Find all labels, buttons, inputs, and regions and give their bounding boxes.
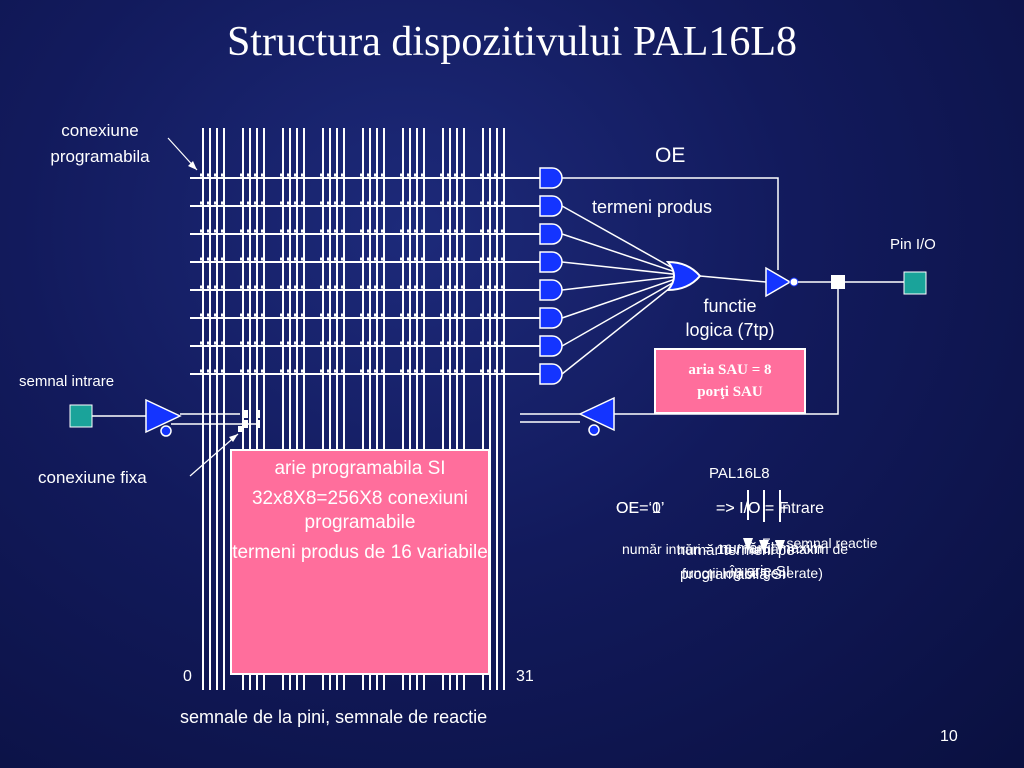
fixed-connection-dot: [256, 420, 260, 428]
io-input-note: => I/O = intrare: [716, 500, 825, 517]
overlap-note-e: programabilă SI: [680, 566, 786, 583]
output-inversion-bubble: [789, 277, 799, 287]
fixed-connection-dot: [244, 410, 248, 418]
fixed-connection-label: conexiune fixa: [38, 468, 147, 487]
overlap-note-b: funcţii logice generate): [682, 565, 823, 581]
page-title: Structura dispozitivului PAL16L8: [226, 19, 798, 65]
and-gate: [539, 363, 563, 385]
logic-function-label: functie logica (7tp): [685, 296, 775, 340]
overlap-note-d: număr termeni pe: [677, 542, 795, 559]
or-gate: [665, 260, 702, 292]
and-array-box: arie programabila SI 32x8X8=256X8 conexi…: [230, 449, 490, 675]
pin-io-square: [903, 271, 927, 295]
pointer-fixed: [189, 433, 239, 477]
input-buffer: [145, 398, 182, 434]
programmable-links: [200, 173, 504, 373]
oe-wire: [562, 177, 779, 270]
or-input-wire: [561, 261, 677, 276]
pointer-fixed-head: [229, 434, 238, 442]
oe-label: OE: [655, 144, 686, 167]
and-gate: [539, 251, 563, 273]
or-input-wire: [561, 233, 677, 273]
pin-io-label: Pin I/O: [890, 236, 936, 253]
fixed-connection-dot: [256, 410, 260, 418]
fixed-connection-dot: [238, 426, 242, 432]
product-term-rows: [190, 177, 540, 375]
overlap-note-g: în arie SI: [730, 563, 791, 580]
or-array-box: aria SAU = 8 porţi SAU: [654, 348, 806, 414]
programmable-connection-label: conexiune programabila: [50, 121, 150, 166]
column-index-start: 0: [183, 668, 192, 685]
output-buffer: [765, 266, 792, 298]
or-input-wire: [561, 278, 677, 319]
product-terms-label: termeni produs: [592, 197, 713, 217]
input-signal-label: semnal intrare: [19, 373, 115, 390]
or-input-wire: [561, 205, 677, 271]
and-gate: [539, 223, 563, 245]
and-gate: [539, 307, 563, 329]
bottom-caption: semnale de la pini, semnale de reactie: [180, 707, 488, 727]
or-gate-input-wires: [561, 205, 677, 375]
page-number: 10: [940, 728, 958, 745]
oe-zero-label: OE=‘0’: [616, 500, 665, 517]
and-gate: [539, 279, 563, 301]
input-pin-square: [69, 404, 93, 428]
or-input-wire: [561, 282, 677, 375]
pointer-programmable-head: [188, 161, 197, 170]
and-gate: [539, 195, 563, 217]
io-node: [831, 275, 845, 289]
and-gate: [539, 167, 563, 189]
overlap-note-f: numărul maxim: [720, 540, 823, 557]
feedback-bubble: [588, 424, 600, 436]
overlap-note-c: F = semnal reactie: [762, 535, 878, 551]
or-input-wire: [561, 280, 677, 347]
or-output-wire: [699, 275, 767, 283]
feedback-buffer: [578, 396, 615, 432]
overlap-note-a: număr intrări = 16 / număr maxim de: [622, 541, 849, 557]
fixed-connection-dot: [244, 420, 248, 428]
and-gate: [539, 335, 563, 357]
column-index-end: 31: [516, 668, 534, 685]
input-bubble: [160, 425, 172, 437]
pal-device-label: PAL16L8: [709, 465, 770, 482]
oe-one-label: OE=‘1’: [616, 500, 665, 517]
and-gates: [539, 167, 563, 385]
or-input-wire: [561, 275, 677, 291]
io-function-note: => I/O = F: [716, 500, 789, 517]
feedback-wire: [614, 289, 839, 415]
